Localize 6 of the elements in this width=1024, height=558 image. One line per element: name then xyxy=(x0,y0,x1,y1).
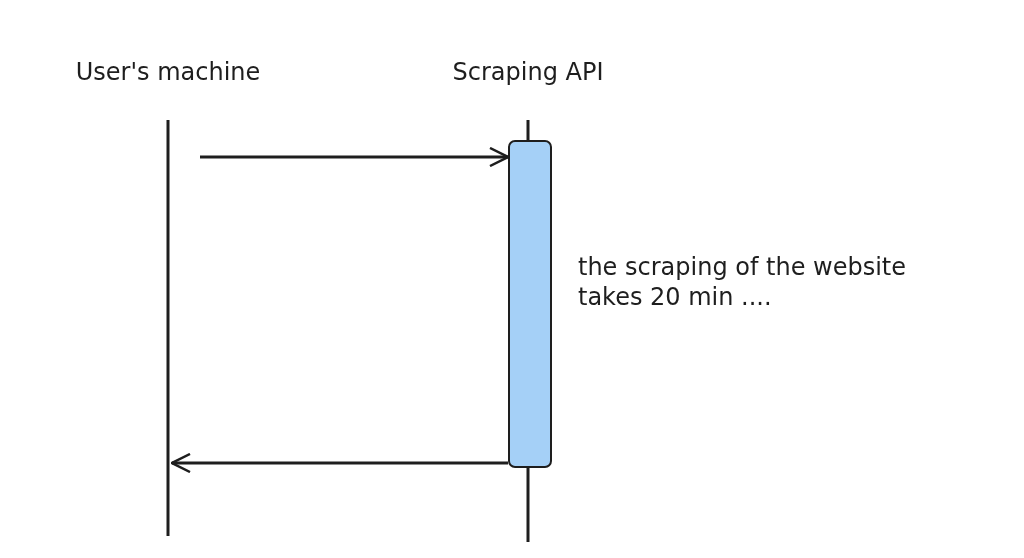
activation-bar xyxy=(508,140,552,468)
message-arrow xyxy=(170,452,508,474)
lifeline-title: User's machine xyxy=(74,58,262,86)
lifeline-title: Scraping API xyxy=(451,58,605,86)
note-text: the scraping of the website takes 20 min .... xyxy=(578,252,908,312)
message-arrow xyxy=(200,146,510,168)
